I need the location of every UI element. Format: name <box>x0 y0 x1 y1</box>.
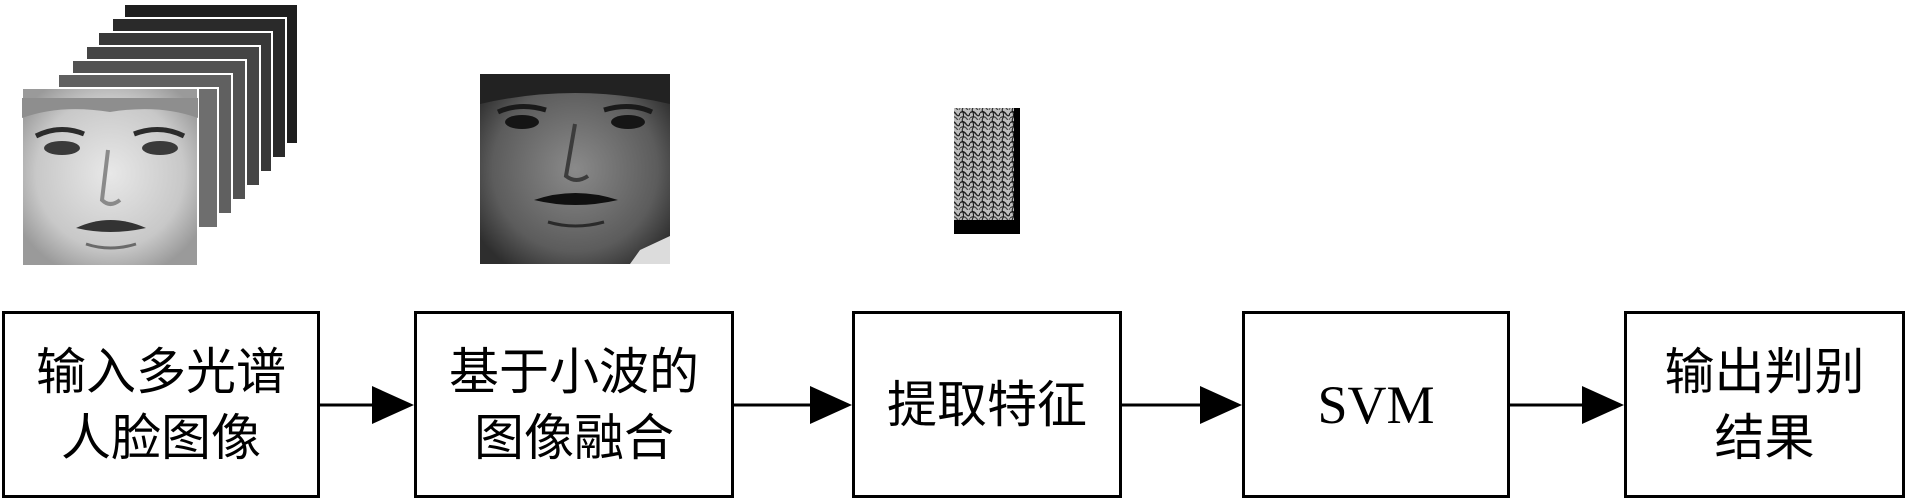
arrow-2 <box>734 386 852 424</box>
connector-arrows <box>320 386 1624 424</box>
step-1-line-1: 输入多光谱 <box>36 342 286 401</box>
step-4-line-1: SVM <box>1317 374 1435 435</box>
step-2-line-2: 图像融合 <box>474 408 674 467</box>
front-face-image <box>21 87 199 267</box>
step-5-line-1: 输出判别 <box>1664 342 1865 401</box>
step-box-output: 输出判别 结果 <box>1624 311 1905 498</box>
arrow-4 <box>1510 386 1624 424</box>
step-box-fusion: 基于小波的 图像融合 <box>414 311 734 498</box>
step-5-line-2: 结果 <box>1714 408 1815 467</box>
step-box-svm: SVM <box>1242 311 1510 498</box>
arrow-3 <box>1122 386 1242 424</box>
multispectral-face-stack <box>21 3 299 267</box>
arrow-1 <box>320 386 414 424</box>
extracted-feature-texture <box>954 108 1020 234</box>
step-box-input: 输入多光谱 人脸图像 <box>2 311 320 498</box>
step-3-line-1: 提取特征 <box>887 375 1087 434</box>
step-1-line-2: 人脸图像 <box>61 408 261 467</box>
fused-face-image <box>480 74 670 264</box>
step-box-feature: 提取特征 <box>852 311 1122 498</box>
step-2-line-1: 基于小波的 <box>449 342 699 401</box>
